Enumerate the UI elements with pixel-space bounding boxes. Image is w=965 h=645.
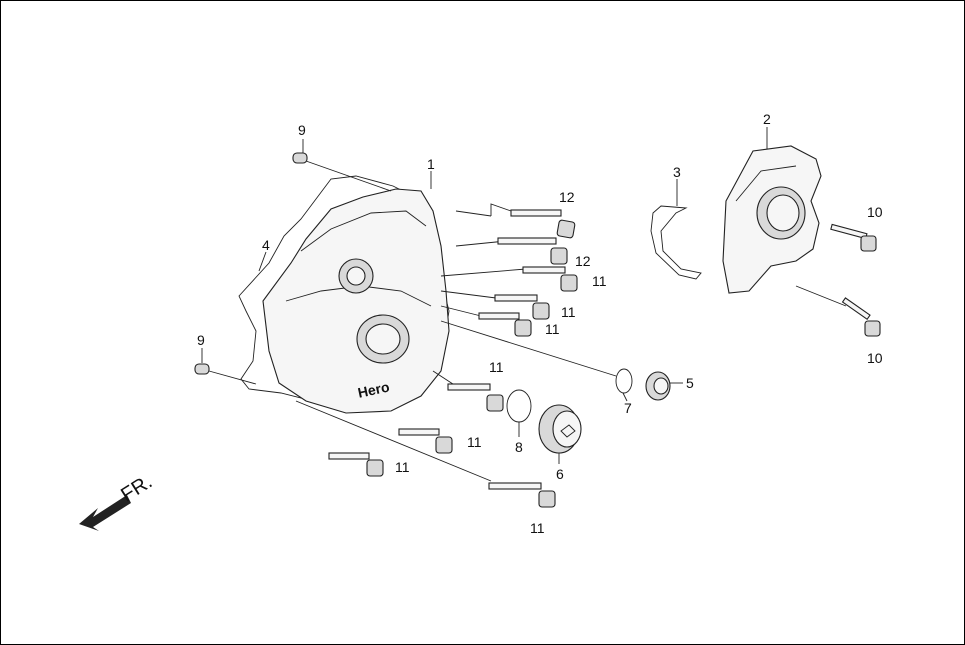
callout-11-a: 11	[592, 273, 607, 289]
bolt-11-g	[488, 482, 556, 508]
callout-10-lower: 10	[867, 350, 883, 366]
callout-11-e: 11	[467, 434, 482, 450]
callout-9-upper: 9	[298, 122, 306, 138]
callout-3: 3	[673, 164, 681, 180]
bolt-11-d	[447, 383, 504, 412]
cover-logo: Hero	[356, 378, 391, 400]
plug-6	[538, 404, 582, 454]
callout-11-c: 11	[545, 321, 560, 337]
callout-4: 4	[262, 237, 270, 253]
callout-7: 7	[624, 400, 632, 416]
dowel-pin-upper	[292, 152, 308, 164]
callout-2: 2	[763, 111, 771, 127]
bolt-11-a	[522, 266, 578, 292]
bolt-12-upper	[510, 209, 576, 239]
bracket-3	[650, 205, 702, 280]
front-arrow: FR.	[79, 471, 156, 531]
bolt-12-lower	[497, 237, 568, 265]
bolt-11-b	[494, 294, 550, 320]
o-ring-7	[615, 368, 633, 394]
washer-8	[506, 389, 532, 423]
callout-10-upper: 10	[867, 204, 883, 220]
callout-6: 6	[556, 466, 564, 482]
callout-11-d: 11	[489, 359, 504, 375]
bolt-11-e	[398, 428, 453, 454]
bolt-10-lower	[841, 297, 881, 337]
bolt-11-c	[478, 312, 532, 337]
callout-11-g: 11	[530, 520, 545, 536]
callout-12-lower: 12	[575, 253, 591, 269]
plug-5	[645, 371, 671, 401]
callout-9-lower: 9	[197, 332, 205, 348]
callout-11-b: 11	[561, 304, 576, 320]
callout-8: 8	[515, 439, 523, 455]
dowel-pin-lower	[194, 363, 210, 375]
callout-12-upper: 12	[559, 189, 575, 205]
bolt-10-upper	[830, 223, 877, 252]
callout-1: 1	[427, 156, 435, 172]
bolt-11-f	[328, 452, 384, 477]
callout-11-f: 11	[395, 459, 410, 475]
callout-5: 5	[686, 375, 694, 391]
